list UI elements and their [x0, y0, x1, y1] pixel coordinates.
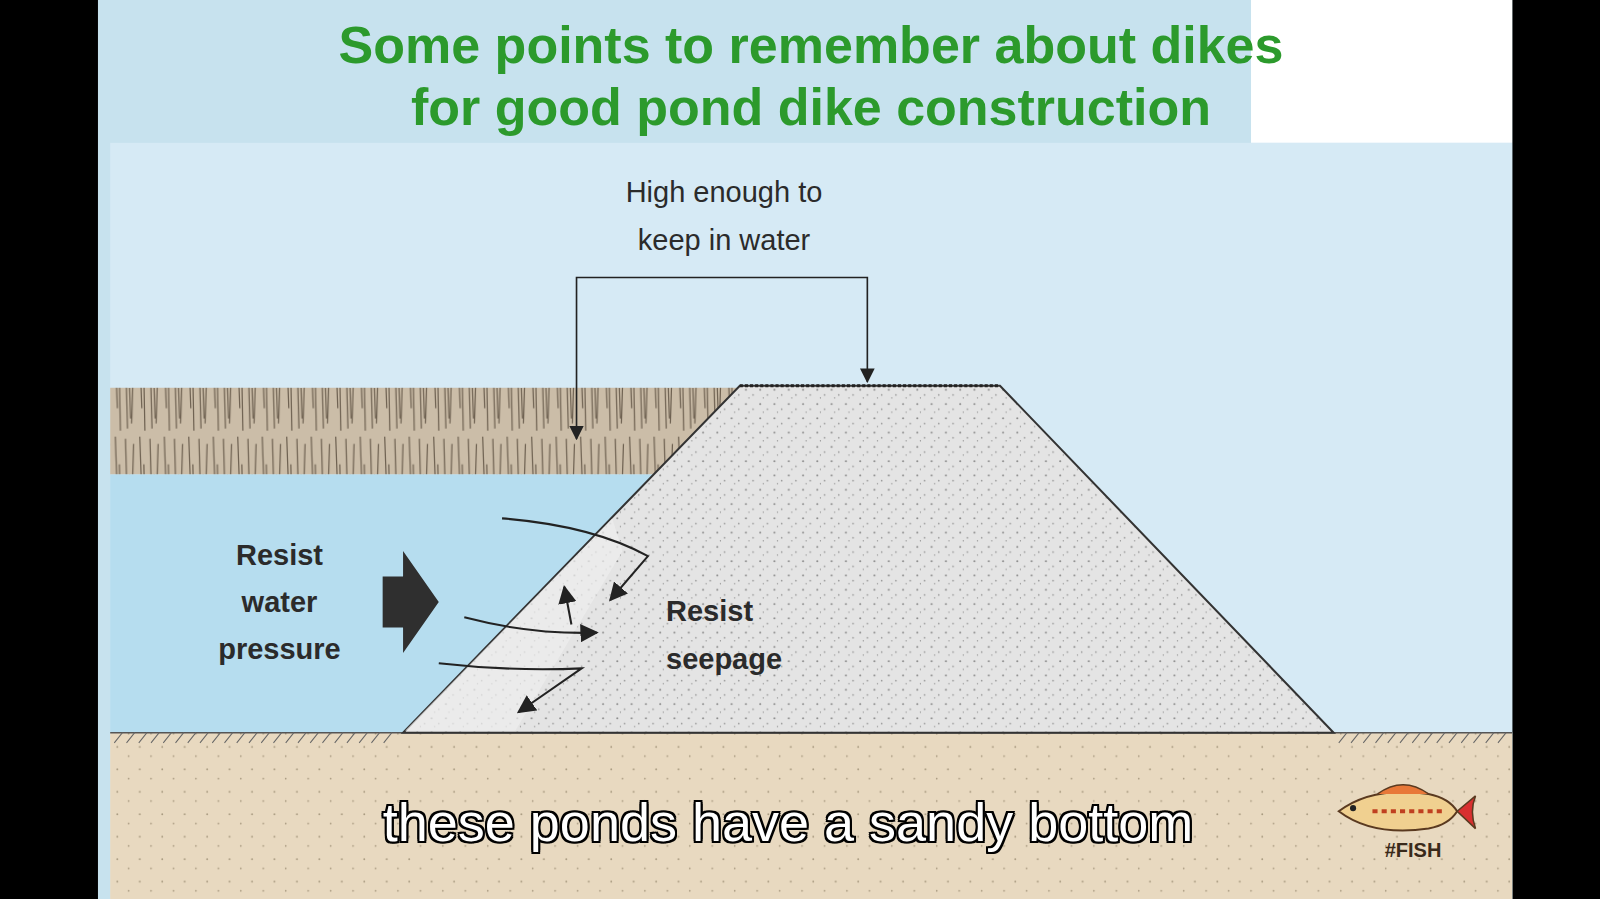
- seepage-label: Resist seepage: [666, 587, 816, 683]
- height-bracket: [577, 278, 868, 439]
- sandy-ground: [110, 733, 1512, 899]
- white-patch: [1251, 0, 1512, 143]
- pressure-label: Resist water pressure: [212, 532, 347, 673]
- watermark: #FISH: [1363, 838, 1463, 862]
- seepage-arrow: [464, 617, 597, 633]
- ground-hatching: [114, 733, 1506, 743]
- slide-ground: [98, 0, 1512, 899]
- sky: [110, 143, 1512, 899]
- seepage-arrow: [502, 518, 648, 600]
- dike-crest: [740, 384, 1000, 387]
- fish-logo: [1339, 785, 1476, 831]
- seepage-arrow: [439, 663, 582, 712]
- slide-title: Some points to remember about dikes for …: [321, 14, 1301, 138]
- pressure-arrow: [383, 551, 439, 653]
- dike-face-layer: [405, 518, 622, 730]
- reed-strip: [110, 388, 745, 475]
- seepage-arrow: [564, 587, 571, 625]
- dike-body: [403, 386, 1334, 733]
- video-subtitle: these ponds have a sandy bottom: [188, 790, 1388, 854]
- height-label: High enough to keep in water: [604, 168, 844, 264]
